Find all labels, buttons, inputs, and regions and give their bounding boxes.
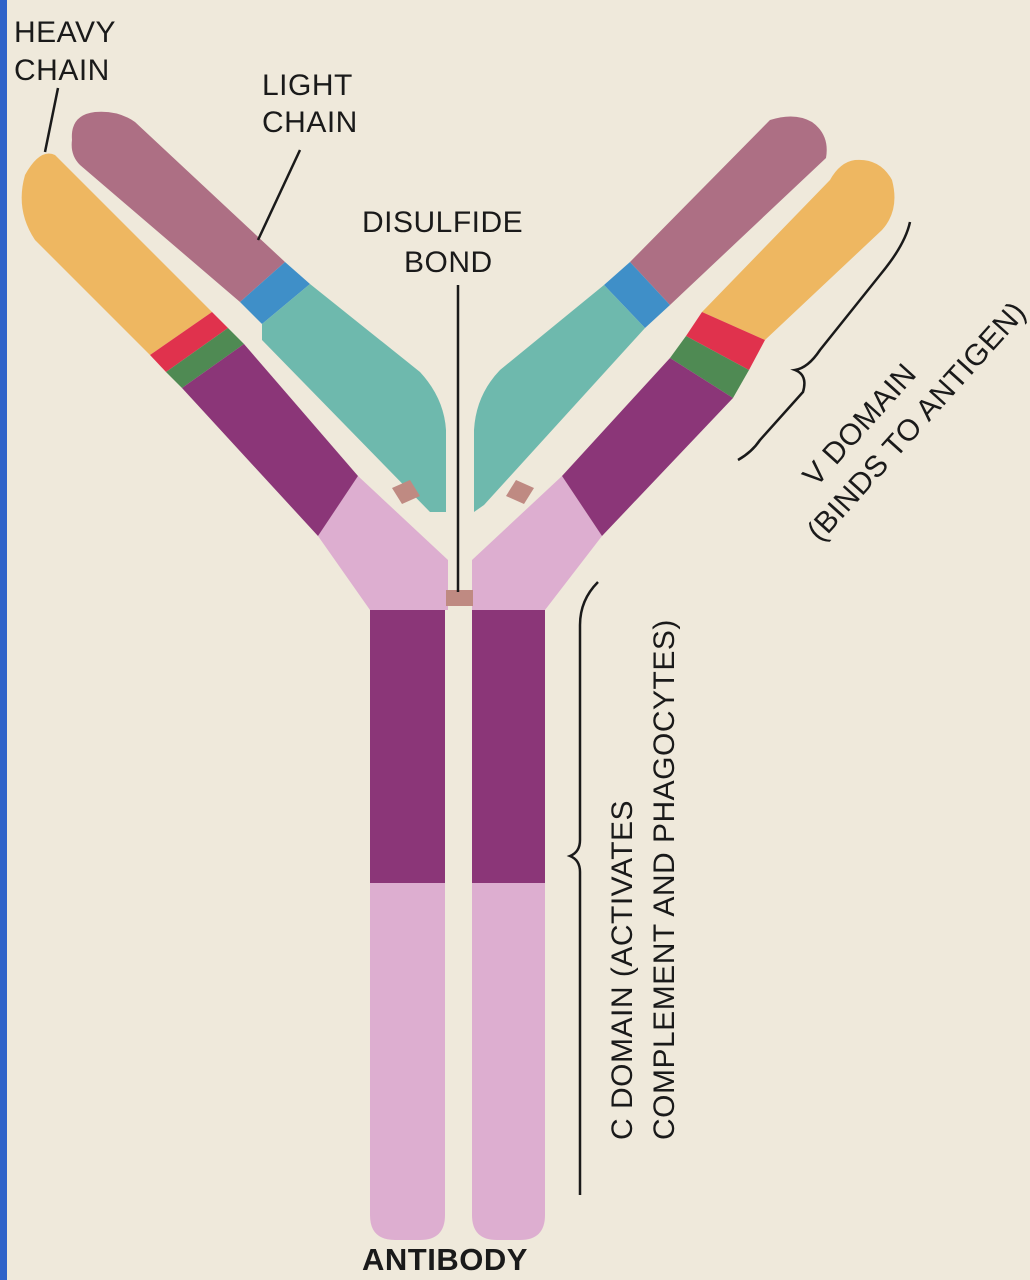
disulfide-bond-right-arm — [506, 480, 534, 504]
disulfide-bond-hinge — [446, 590, 473, 606]
stem — [370, 608, 545, 1240]
disulfide-bond-label-line2: BOND — [404, 246, 493, 279]
disulfide-bond-label-line1: DISULFIDE — [362, 206, 523, 239]
c-domain-bracket — [570, 582, 598, 1195]
heavy-chain-leader — [45, 88, 58, 152]
light-chain-label-line2: CHAIN — [262, 106, 358, 139]
stem-right-constant — [472, 608, 545, 883]
stem-right-lower — [472, 880, 545, 1240]
stem-left-lower — [370, 880, 445, 1240]
light-chain-label-line1: LIGHT — [262, 69, 353, 102]
heavy-chain-label-line1: HEAVY — [14, 16, 116, 49]
c-domain-label-line1: C DOMAIN (ACTIVATES — [606, 800, 639, 1140]
hinge — [318, 476, 602, 610]
light-chain-leader — [258, 150, 300, 240]
c-domain-label-line2: COMPLEMENT AND PHAGOCYTES) — [648, 619, 681, 1140]
antibody-title: ANTIBODY — [362, 1242, 528, 1277]
heavy-chain-label-line2: CHAIN — [14, 54, 110, 87]
v-domain-label-line2: (BINDS TO ANTIGEN) — [801, 296, 1030, 548]
stem-left-constant — [370, 608, 445, 883]
